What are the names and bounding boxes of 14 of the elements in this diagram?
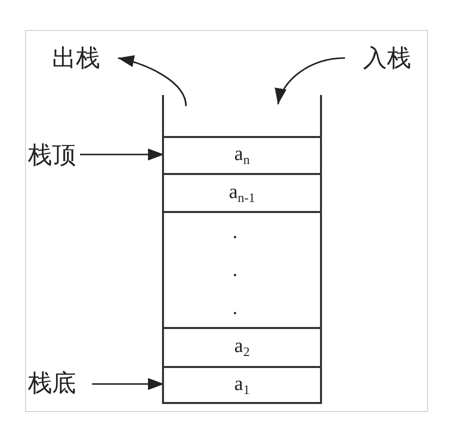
stack-cell: . . .	[164, 211, 320, 327]
stack-cell: a$_{n-1}$	[164, 173, 320, 211]
stack-cell: a$_{2}$	[164, 327, 320, 366]
pointer-label: 栈顶	[28, 141, 76, 169]
pointer-label: 栈底	[28, 369, 76, 397]
stack-cell: a$_{n}$	[164, 136, 320, 173]
curved-arrow	[118, 56, 187, 106]
arrow	[80, 148, 164, 160]
operation-label: 出栈	[52, 44, 100, 72]
operation-label: 入栈	[363, 44, 411, 72]
stack-container	[162, 95, 322, 404]
arrow	[92, 378, 164, 390]
curved-arrow	[276, 57, 346, 104]
stack-cell: a$_{1}$	[164, 366, 320, 402]
